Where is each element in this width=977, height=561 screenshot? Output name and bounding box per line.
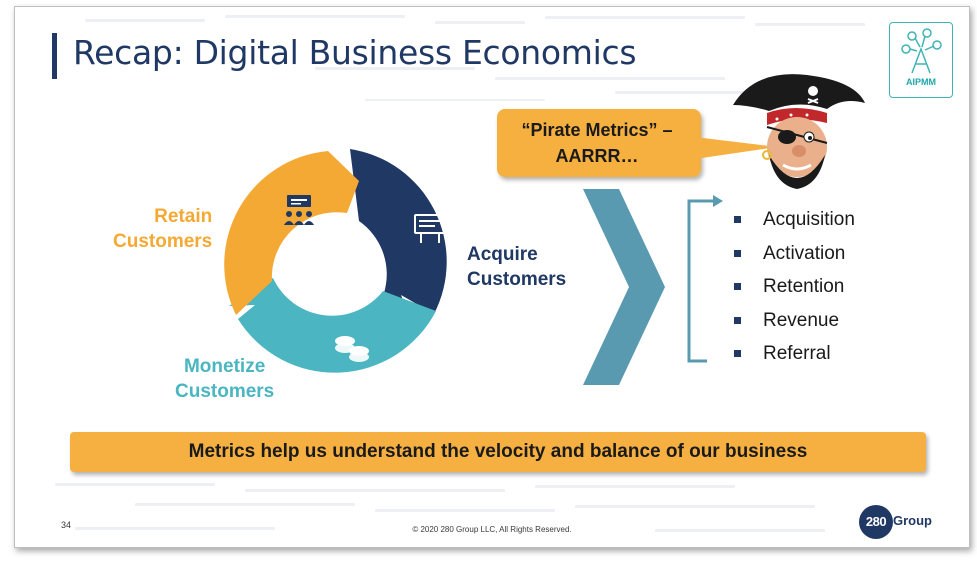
monetize-label: Monetize Customers: [175, 356, 275, 402]
coins-icon: [335, 336, 369, 362]
pirate-callout-bubble: [497, 109, 777, 177]
acquire-label: Acquire Customers: [467, 244, 567, 290]
title-accent-bar: [52, 33, 57, 79]
chevron-right-icon: [583, 189, 665, 385]
list-item: Revenue: [733, 304, 855, 338]
aipmm-logo-text: AIPMM: [906, 77, 936, 87]
280-group-logo-word: Group: [893, 513, 932, 528]
acquire-segment: [350, 149, 447, 322]
monetize-segment: [229, 278, 436, 373]
slide: Recap: Digital Business Economics AIPMM: [14, 6, 970, 548]
bullet-icon: [734, 316, 741, 324]
presentation-audience-icon: [284, 195, 314, 225]
summary-banner: Metrics help us understand the velocity …: [70, 432, 926, 472]
bullet-icon: [734, 350, 741, 357]
billboard-icon: [414, 214, 446, 243]
copyright-text: © 2020 280 Group LLC, All Rights Reserve…: [412, 525, 572, 534]
page-number: 34: [61, 520, 72, 530]
summary-banner-text: Metrics help us understand the velocity …: [188, 441, 808, 462]
pirate-face-icon: [733, 74, 865, 189]
list-item: Retention: [733, 270, 855, 304]
retain-segment: [224, 151, 359, 315]
bullet-icon: [734, 283, 741, 290]
bullet-icon: [734, 216, 741, 223]
list-item: Acquisition: [733, 203, 855, 237]
retain-label: Retain Customers: [113, 206, 213, 252]
slide-title: Recap: Digital Business Economics: [73, 33, 637, 72]
pirate-callout-text: “Pirate Metrics” – AARRR…: [521, 120, 673, 166]
list-item: Activation: [733, 237, 855, 271]
metrics-bracket: [687, 195, 723, 363]
business-cycle-diagram: [224, 149, 447, 373]
aipmm-network-a-icon: [901, 28, 942, 74]
pirate-metrics-list: Acquisition Activation Retention Revenue…: [733, 203, 855, 371]
aipmm-logo: AIPMM: [889, 22, 953, 98]
bullet-icon: [734, 249, 741, 257]
background-streaks: [55, 15, 865, 532]
list-item: Referral: [733, 337, 855, 371]
280-group-logo-mark: 280: [859, 505, 893, 539]
